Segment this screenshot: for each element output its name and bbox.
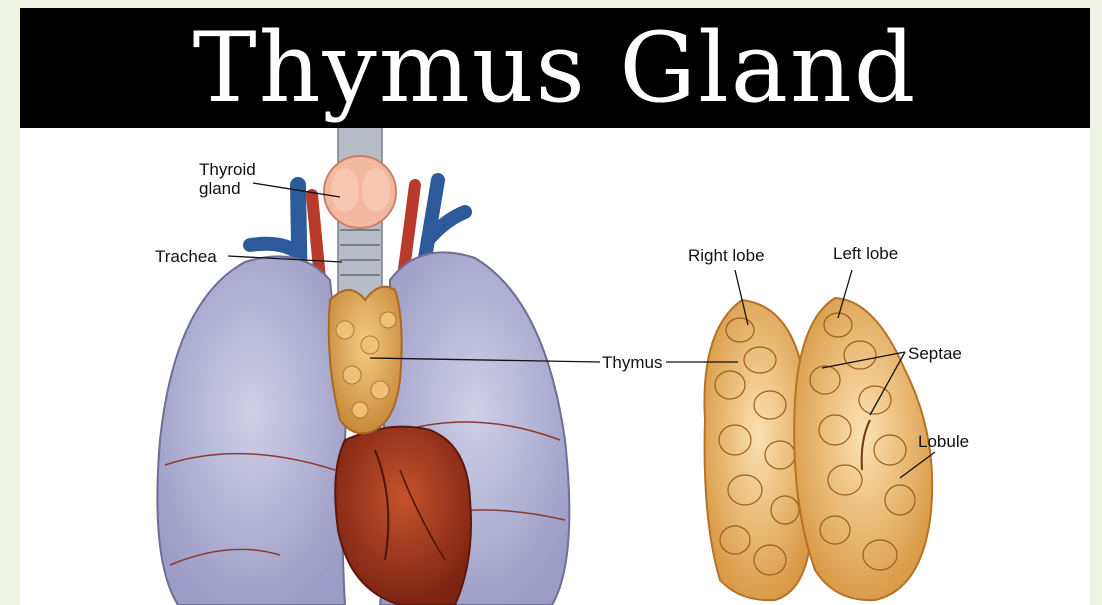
heart (335, 427, 471, 605)
page-title: Thymus Gland (193, 20, 918, 116)
thymus-in-chest (329, 287, 402, 434)
title-bar: Thymus Gland (20, 8, 1090, 128)
thymus-label: Thymus (602, 353, 662, 372)
right-lobe-label: Right lobe (688, 246, 765, 265)
trachea-label: Trachea (155, 247, 217, 266)
thyroid-label-line2: gland (199, 179, 256, 198)
thyroid-label-line1: Thyroid (199, 160, 256, 179)
thyroid-gland (324, 156, 396, 228)
left-lobe-label: Left lobe (833, 244, 898, 263)
septae-label: Septae (908, 344, 962, 363)
thyroid-gland-label: Thyroid gland (199, 160, 256, 198)
lobule-label: Lobule (918, 432, 969, 451)
